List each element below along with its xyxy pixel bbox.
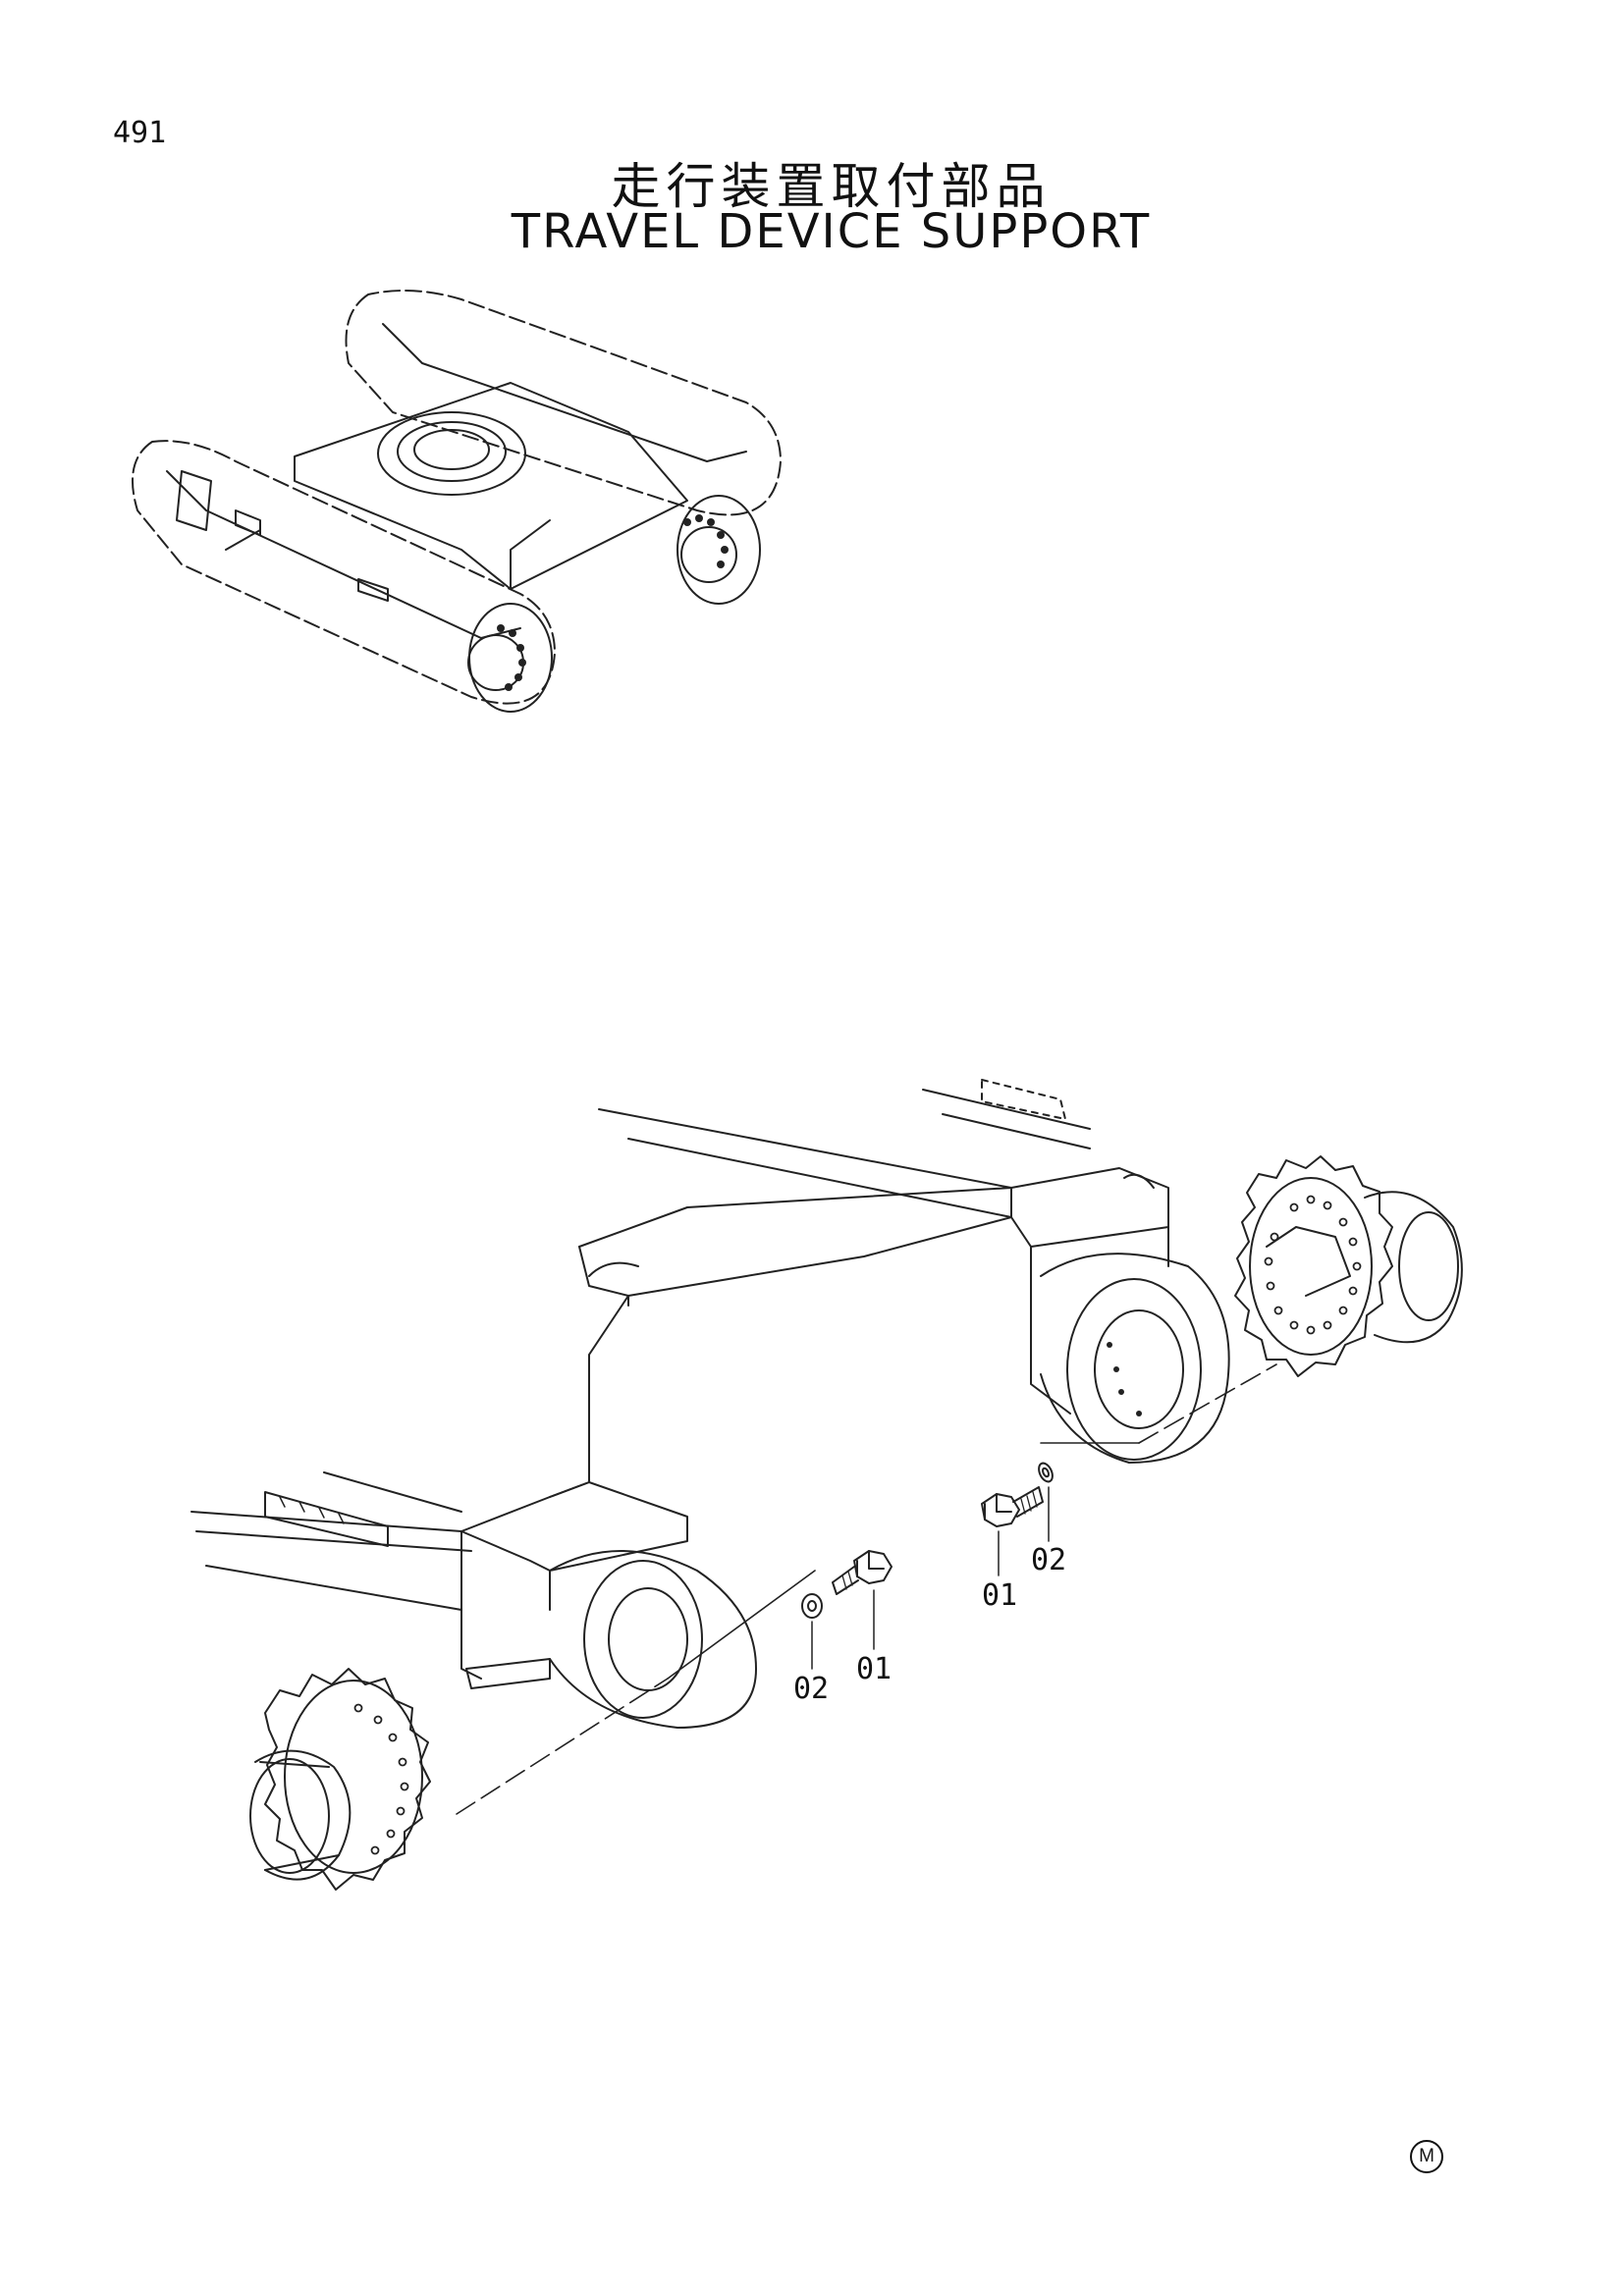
- track-frame-exploded-view: [190, 1079, 1463, 1891]
- page-title-japanese: 走行装置取付部品: [611, 158, 1052, 215]
- m-mark-icon: M: [1410, 2140, 1443, 2173]
- callout-washer-right: 02: [1031, 1543, 1067, 1577]
- bolt-left: [832, 1550, 893, 1595]
- washer-left: [801, 1593, 823, 1619]
- callout-bolt-left: 01: [856, 1652, 893, 1686]
- callout-bolt-right: 01: [982, 1578, 1018, 1613]
- travel-motor-left: [249, 1668, 431, 1891]
- bolt-right: [981, 1486, 1044, 1527]
- page-title-english: TRAVEL DEVICE SUPPORT: [511, 204, 1152, 259]
- travel-motor-right: [1234, 1155, 1463, 1377]
- undercarriage-overview: [132, 290, 782, 713]
- page-number: 491: [113, 116, 167, 150]
- washer-right: [1038, 1462, 1054, 1483]
- callout-washer-left: 02: [793, 1672, 830, 1706]
